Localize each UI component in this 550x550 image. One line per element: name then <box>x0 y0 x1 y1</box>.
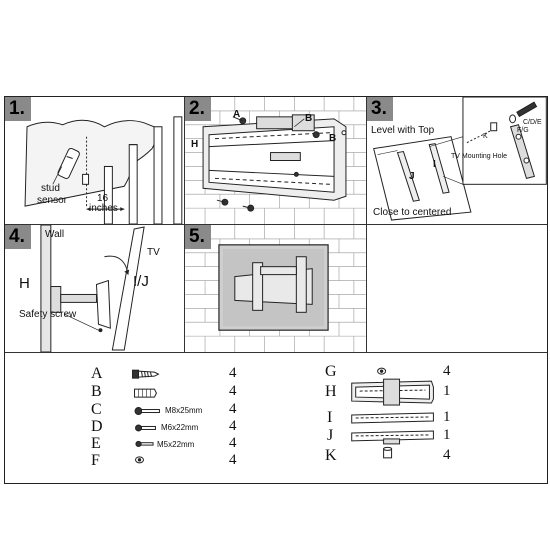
part-a-callout: A <box>233 109 241 120</box>
step-5-panel: 5. <box>185 225 367 352</box>
part-cde-callout: C/D/E <box>523 119 542 126</box>
part-letter-h: H <box>325 383 337 400</box>
tv-mounting-hole-label: TV Mounting Hole <box>451 153 508 160</box>
part-j-callout: J <box>409 171 415 182</box>
parts-illustrations <box>132 367 434 464</box>
instruction-sheet: 1. <box>4 96 548 484</box>
step-4-badge: 4. <box>5 225 31 249</box>
step-4-panel: 4. Wall TV H I/J <box>5 225 185 352</box>
part-qty-h: 1 <box>443 383 451 399</box>
row-1: 1. <box>5 97 547 225</box>
distance-unit: inches <box>89 203 118 214</box>
empty-panel <box>367 225 547 352</box>
step-5-illustration <box>185 225 366 352</box>
step-3-illustration <box>373 97 547 221</box>
part-desc-e: M5x22mm <box>157 440 195 449</box>
part-desc-c: M8x25mm <box>165 406 203 415</box>
step-3-panel: 3. <box>367 97 547 224</box>
part-letter-a: A <box>91 365 103 382</box>
step-2-illustration <box>185 97 366 224</box>
part-ij-callout: I/J <box>133 273 149 290</box>
part-letter-g: G <box>325 363 337 380</box>
part-qty-c: 4 <box>229 401 237 417</box>
part-letter-j: J <box>327 427 334 444</box>
part-letter-i: I <box>327 409 333 426</box>
stud-label: stud <box>41 183 60 194</box>
row-2: 4. Wall TV H I/J <box>5 225 547 353</box>
distance-value: 16 <box>97 193 109 204</box>
part-k-callout: K <box>483 133 488 140</box>
step-2-badge: 2. <box>185 97 211 121</box>
step-1-badge: 1. <box>5 97 31 121</box>
part-letter-c: C <box>91 401 102 418</box>
part-letter-e: E <box>91 435 101 452</box>
step-1-panel: 1. <box>5 97 185 224</box>
step-1-illustration <box>24 116 183 224</box>
part-qty-d: 4 <box>229 418 237 434</box>
step-5-badge: 5. <box>185 225 211 249</box>
part-fg-callout: F/G <box>517 127 529 134</box>
part-i-callout: I <box>433 159 436 170</box>
part-qty-b: 4 <box>229 383 237 399</box>
level-with-top-label: Level with Top <box>371 125 435 136</box>
part-qty-e: 4 <box>229 435 237 451</box>
wall-label: Wall <box>45 229 65 240</box>
close-to-centered-label: Close to centered <box>373 207 452 218</box>
part-qty-a: 4 <box>229 365 237 381</box>
part-qty-k: 4 <box>443 447 451 463</box>
part-h-callout-step4: H <box>19 275 30 292</box>
tv-label: TV <box>147 247 160 258</box>
part-qty-f: 4 <box>229 452 237 468</box>
part-letter-f: F <box>91 452 100 469</box>
step-4-illustration <box>40 225 145 352</box>
step-3-badge: 3. <box>367 97 393 121</box>
safety-screw-label: Safety screw <box>19 309 77 320</box>
part-h-callout: H <box>191 139 199 150</box>
part-b-callout-2: B <box>329 133 337 144</box>
part-letter-b: B <box>91 383 102 400</box>
part-desc-d: M6x22mm <box>161 423 199 432</box>
part-letter-k: K <box>325 447 337 464</box>
sensor-label: sensor <box>37 195 68 206</box>
part-letter-d: D <box>91 418 103 435</box>
parts-list: A 4 B 4 C M8x25mm 4 D M6x22mm 4 E M5x22m… <box>5 353 547 483</box>
part-b-callout-1: B <box>305 113 313 124</box>
part-qty-g: 4 <box>443 363 451 379</box>
part-qty-j: 1 <box>443 427 451 443</box>
part-qty-i: 1 <box>443 409 451 425</box>
step-2-panel: 2. <box>185 97 367 224</box>
